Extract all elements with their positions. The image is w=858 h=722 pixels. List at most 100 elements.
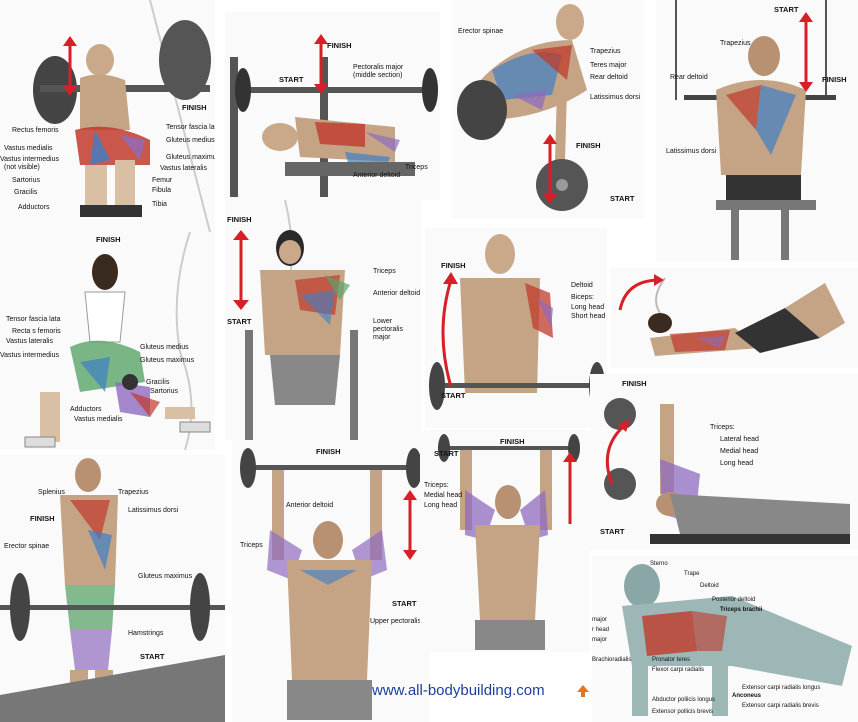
panel-pushup: Sterno Trape Deltoid Posterior deltoid T… (592, 556, 858, 722)
squat-label-3: (not visible) (4, 164, 40, 171)
squat-label-7: Tensor fascia lata (166, 124, 215, 131)
squat-label-9: Gluteus maximus (166, 154, 215, 161)
squat-label-2: Vastus intermedius (0, 156, 60, 163)
squat-illustration (0, 0, 215, 232)
deadlift-illustration (0, 455, 225, 722)
panel-press: FINISH START Anterior deltoid Triceps Up… (232, 440, 430, 722)
curl-label-3: Short head (571, 313, 606, 320)
panel-pulldown: START FINISH Trapezius Rear deltoid Lati… (656, 0, 858, 262)
squat-label-10: Vastus lateralis (160, 165, 207, 172)
row-finish-label: FINISH (576, 141, 601, 150)
bench-illustration (225, 12, 440, 200)
pushup-label-10: Flexor carpi radialis (652, 667, 705, 673)
panel-deadlift: FINISH START Splenius Trapezius Latissim… (0, 455, 225, 722)
press-label-2: Upper pectoralis (370, 618, 421, 625)
squat-label-6: Adductors (18, 204, 50, 211)
dips-start-label: START (227, 317, 252, 326)
panel-curl: FINISH START Deltoid Biceps: Long head S… (425, 228, 607, 428)
dips-label-2: Lower (373, 318, 393, 325)
pushup-label-13: Extensor carpi radialis brevis (742, 703, 819, 709)
pushup-label-1: Trape (684, 571, 700, 577)
pushup-label-11: Anconeus (732, 693, 762, 699)
lunge-label-4: Gluteus medius (140, 344, 189, 351)
pushup-illustration (592, 556, 858, 722)
pulldown-start-label: START (774, 5, 799, 14)
lunge-label-3: Vastus intermedius (0, 352, 60, 359)
deadlift-label-0: Splenius (38, 489, 65, 496)
dips-label-1: Anterior deltoid (373, 290, 421, 297)
panel-dips: FINISH START Triceps Anterior deltoid Lo… (225, 200, 421, 440)
pushup-label-2: Deltoid (700, 583, 719, 589)
overhead-ext-label-1: Medial head (424, 492, 463, 499)
row-label-1: Trapezius (590, 48, 621, 55)
bench-label-2: Triceps (405, 164, 428, 171)
deadlift-label-4: Gluteus maximus (138, 573, 193, 580)
site-url-watermark: www.all-bodybuilding.com (372, 682, 545, 699)
curl-label-2: Long head (571, 304, 605, 311)
curl-start-label: START (441, 391, 466, 400)
panel-skull: FINISH START Triceps: Lateral head Media… (590, 374, 858, 550)
curl-finish-label: FINISH (441, 261, 466, 270)
row-label-4: Latissimus dorsi (590, 94, 641, 101)
dips-label-0: Triceps (373, 268, 396, 275)
deadlift-start-label: START (140, 652, 165, 661)
pushup-label-6: r head (592, 627, 610, 633)
crunch-illustration (610, 268, 858, 368)
pulldown-arrow-icon (799, 12, 813, 92)
deadlift-label-3: Erector spinae (4, 543, 50, 550)
squat-label-11: Femur (152, 177, 173, 184)
pulldown-label-1: Rear deltoid (670, 74, 708, 81)
panel-overhead-ext: FINISH START Triceps: Medial head Long h… (420, 430, 590, 652)
dips-label-3: pectoralis (373, 326, 403, 333)
dips-illustration (225, 200, 421, 440)
pushup-label-4: Triceps brachii (720, 607, 763, 613)
press-label-1: Triceps (240, 542, 263, 549)
row-label-2: Teres major (590, 62, 627, 69)
squat-label-1: Vastus medialis (4, 145, 53, 152)
deadlift-label-5: Hamstrings (128, 630, 164, 637)
press-label-0: Anterior deltoid (286, 502, 334, 509)
skull-label-3: Long head (720, 460, 754, 467)
squat-label-13: Tibia (152, 201, 167, 208)
squat-label-8: Gluteus medius (166, 137, 215, 144)
skull-arrow-icon (605, 420, 630, 485)
pulldown-label-0: Trapezius (720, 40, 751, 47)
lunge-finish-label: FINISH (96, 235, 121, 244)
row-label-0: Erector spinae (458, 28, 504, 35)
pushup-label-0: Sterno (650, 561, 668, 567)
pushup-label-9: Pronator teres (652, 657, 691, 663)
pushup-label-3: Posterior deltoid (712, 597, 756, 603)
bench-arrow-icon (314, 34, 328, 94)
dips-label-4: major (373, 334, 391, 341)
lunge-label-1: Recta s femoris (12, 328, 61, 335)
lunge-label-6: Gracilis (146, 379, 170, 386)
crunch-arrow-icon (618, 274, 664, 311)
deadlift-label-1: Trapezius (118, 489, 149, 496)
bench-finish-label: FINISH (327, 41, 352, 50)
press-illustration (232, 440, 430, 722)
overhead-ext-label-0: Triceps: (424, 482, 449, 489)
skull-illustration (590, 374, 858, 550)
pulldown-finish-label: FINISH (822, 75, 847, 84)
overhead-ext-arrow-icon (563, 452, 577, 524)
overhead-ext-start-label: START (434, 449, 459, 458)
row-label-3: Rear deltoid (590, 74, 628, 81)
lunge-label-7: Sartorius (150, 388, 179, 395)
panel-lunge: FINISH Tensor fascia lata Recta s femori… (0, 232, 215, 450)
row-start-label: START (610, 194, 635, 203)
curl-arrow-icon (441, 272, 458, 388)
up-arrow-icon (577, 685, 589, 697)
squat-label-5: Gracilis (14, 189, 38, 196)
lunge-label-8: Adductors (70, 406, 102, 413)
lunge-label-2: Vastus lateralis (6, 338, 53, 345)
bench-label-0: Pectoralis major (353, 64, 404, 71)
squat-label-4: Sartorius (12, 177, 41, 184)
pushup-label-12: Extensor carpi radialis longus (742, 685, 821, 691)
overhead-ext-label-2: Long head (424, 502, 458, 509)
squat-finish-label: FINISH (182, 103, 207, 112)
squat-label-12: Fibula (152, 187, 172, 194)
skull-start-label: START (600, 527, 625, 536)
pushup-label-15: Extensor pollicis brevis (652, 709, 714, 715)
squat-arrow-icon (63, 36, 77, 96)
dips-finish-label: FINISH (227, 215, 252, 224)
